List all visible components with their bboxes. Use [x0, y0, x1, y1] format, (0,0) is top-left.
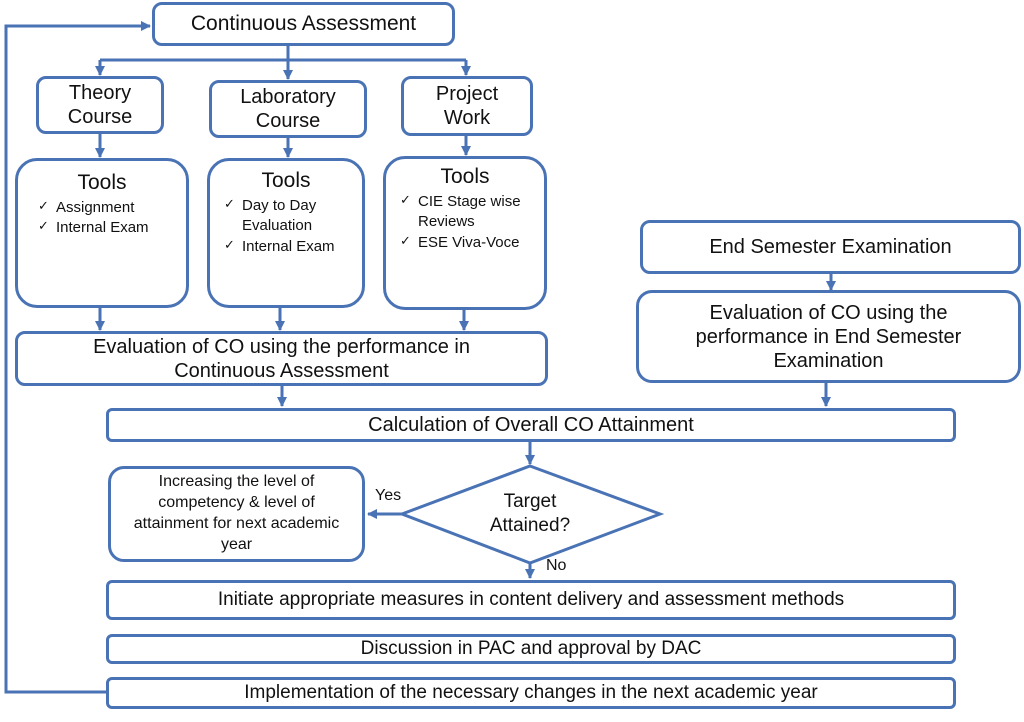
decision-diamond: [397, 464, 665, 565]
project-work-box: Project Work: [401, 76, 533, 136]
tools-theory-title: Tools: [77, 171, 127, 194]
tool-item: Day to Day Evaluation: [224, 196, 356, 237]
feedback-loop: [4, 20, 152, 694]
eval-ca-box: Evaluation of CO using the performance i…: [15, 331, 548, 386]
eval-ese-box: Evaluation of CO using the performance i…: [636, 290, 1021, 383]
tools-lab-title: Tools: [261, 169, 311, 192]
continuous-assessment-box: Continuous Assessment: [152, 2, 455, 46]
tools-lab-list: Day to Day Evaluation Internal Exam: [210, 196, 362, 257]
increase-level-box: Increasing the level of competency & lev…: [108, 466, 365, 562]
tools-project-list: CIE Stage wise Reviews ESE Viva-Voce: [386, 192, 544, 253]
end-semester-exam-box: End Semester Examination: [640, 220, 1021, 274]
tools-project-box: Tools CIE Stage wise Reviews ESE Viva-Vo…: [383, 156, 547, 310]
tool-item: Internal Exam: [224, 237, 356, 257]
tools-theory-list: Assignment Internal Exam: [18, 198, 186, 239]
tools-theory-box: Tools Assignment Internal Exam: [15, 158, 189, 308]
discussion-pac-box: Discussion in PAC and approval by DAC: [106, 634, 956, 664]
tools-lab-box: Tools Day to Day Evaluation Internal Exa…: [207, 158, 365, 308]
tools-project-title: Tools: [440, 165, 490, 188]
implementation-box: Implementation of the necessary changes …: [106, 677, 956, 709]
laboratory-course-box: Laboratory Course: [209, 80, 367, 138]
tool-item: ESE Viva-Voce: [400, 233, 538, 253]
tool-item: Internal Exam: [38, 218, 180, 238]
no-label: No: [546, 557, 567, 574]
yes-label: Yes: [375, 487, 402, 504]
tool-item: CIE Stage wise Reviews: [400, 192, 538, 233]
overall-attainment-box: Calculation of Overall CO Attainment: [106, 408, 956, 442]
theory-course-box: Theory Course: [36, 76, 164, 134]
initiate-measures-box: Initiate appropriate measures in content…: [106, 580, 956, 620]
decision-label: Target Attained?: [489, 491, 571, 536]
tool-item: Assignment: [38, 198, 180, 218]
